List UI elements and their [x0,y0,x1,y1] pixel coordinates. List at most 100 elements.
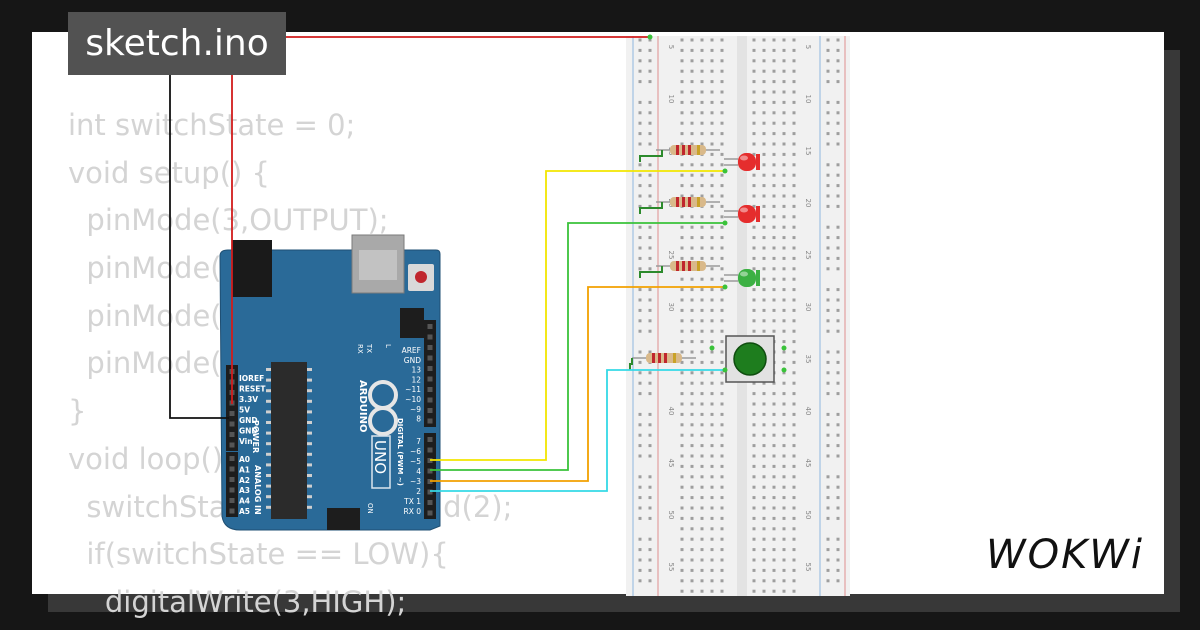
power-header [226,365,238,451]
breadboard-hole [700,184,704,188]
breadboard-hole [720,173,724,177]
breadboard-hole [648,59,652,63]
breadboard-hole [638,506,642,510]
breadboard-hole [782,288,786,292]
breadboard-hole [792,194,796,198]
resistor-band [697,197,700,207]
breadboard-row-number-left: 5 [667,45,675,49]
breadboard-hole [648,319,652,323]
breadboard-hole [782,194,786,198]
analog-pin-label: A2 [239,476,250,485]
breadboard-hole [762,423,766,427]
breadboard-hole [792,527,796,531]
digital-header-bottom-pin [427,510,433,516]
breadboard-hole [710,371,714,375]
wire-pin5 [430,170,725,461]
breadboard-hole [836,371,840,375]
code-line: } [68,394,87,429]
breadboard-hole [836,184,840,188]
breadboard-hole [720,516,724,520]
breadboard-row-number-left: 50 [667,511,675,520]
breadboard-hole [752,319,756,323]
breadboard-hole [680,579,684,583]
breadboard-hole [690,360,694,364]
breadboard-hole [720,308,724,312]
breadboard-hole [752,288,756,292]
breadboard-hole [782,163,786,167]
breadboard-hole [782,402,786,406]
led-highlight [740,155,748,161]
breadboard-hole [792,277,796,281]
breadboard-hole [680,48,684,52]
digital-header-top-pin [427,397,433,403]
breadboard-hole [638,558,642,562]
breadboard-hole [638,38,642,42]
chip-pin [307,495,312,499]
breadboard-hole [680,454,684,458]
breadboard-hole [836,288,840,292]
code-line: if(switchState == LOW){ [68,537,449,572]
breadboard-hole [700,69,704,73]
breadboard-hole [720,225,724,229]
breadboard-hole [826,392,830,396]
digital-header-bottom-pin [427,468,433,474]
breadboard-hole [648,485,652,489]
breadboard-hole [700,59,704,63]
breadboard-hole [638,298,642,302]
digital-header-top-pin [427,334,433,340]
breadboard-row-number-left: 30 [667,303,675,312]
breadboard-hole [836,475,840,479]
breadboard-hole [700,308,704,312]
breadboard-hole [836,267,840,271]
digital-pin-label: ~9 [410,405,421,414]
breadboard-hole [836,506,840,510]
breadboard-hole [690,516,694,520]
breadboard-hole [690,371,694,375]
breadboard-hole [680,184,684,188]
breadboard-hole [710,256,714,260]
breadboard-hole [638,184,642,188]
breadboard-hole [720,215,724,219]
chip-pin [266,452,271,456]
resistor-3 [656,261,720,271]
breadboard-hole [792,548,796,552]
breadboard-hole [752,246,756,250]
breadboard-hole [680,100,684,104]
digital-pin-label: ~11 [405,385,421,394]
breadboard-hole [826,423,830,427]
icsp2-header [327,508,360,530]
atmega-chip [271,362,307,519]
breadboard-hole [710,558,714,562]
breadboard-hole [638,308,642,312]
chip-pin [266,474,271,477]
breadboard-hole [690,475,694,479]
breadboard-hole [710,506,714,510]
breadboard-hole [762,485,766,489]
breadboard-hole [762,100,766,104]
jumper-wire [639,150,663,162]
chip-pin [266,463,271,467]
power-pin-label: GND [239,427,258,436]
breadboard-hole [752,433,756,437]
breadboard-hole [720,184,724,188]
breadboard-hole [762,308,766,312]
breadboard-hole [720,371,724,375]
breadboard-hole [826,111,830,115]
breadboard-hole [680,381,684,385]
breadboard-hole [826,246,830,250]
breadboard-hole [792,506,796,510]
breadboard-hole [700,298,704,302]
breadboard-hole [792,329,796,333]
breadboard-hole [792,412,796,416]
breadboard-hole [826,225,830,229]
breadboard-hole [638,111,642,115]
breadboard-hole [710,204,714,208]
wire-pin3 [430,286,725,482]
breadboard-hole [710,236,714,240]
chip-pin [307,378,312,382]
arduino-logo-icon [368,406,398,436]
digital-header-bottom-pin [427,489,433,495]
digital-pin-label: 4 [416,467,421,476]
breadboard-hole [710,152,714,156]
digital-pin-label: ~3 [410,477,421,486]
